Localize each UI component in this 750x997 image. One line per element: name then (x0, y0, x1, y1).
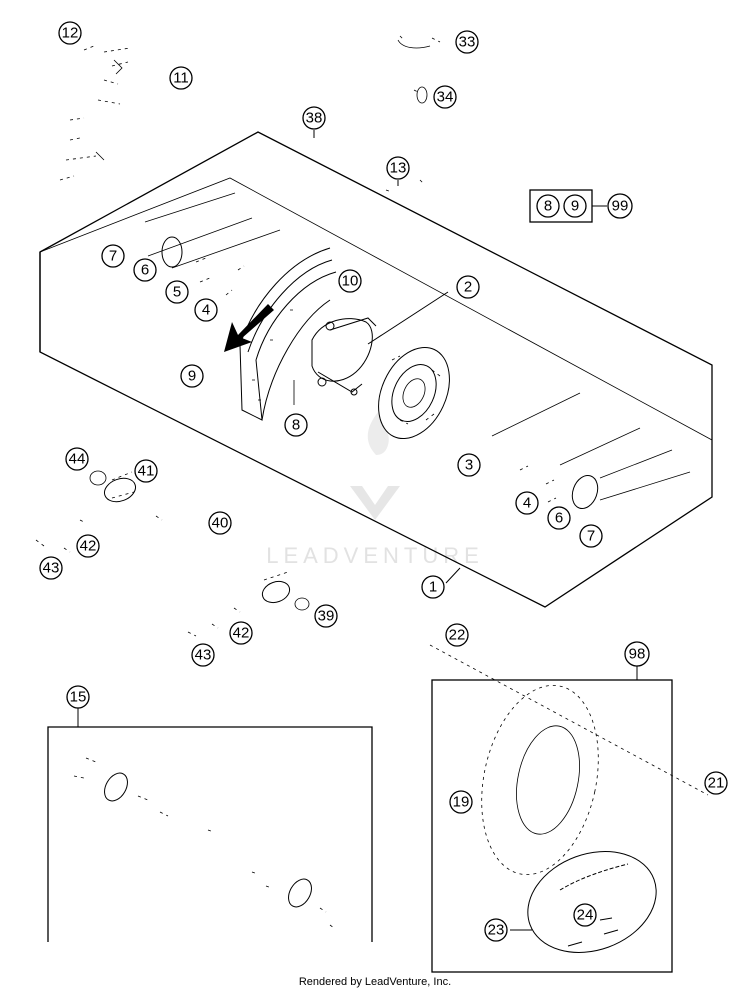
callout-label: 2 (464, 279, 472, 296)
callout-label: 40 (212, 515, 229, 532)
callout-label: 23 (488, 922, 505, 939)
callout-label: 41 (138, 463, 155, 480)
callout-label: 33 (459, 34, 476, 51)
callout-label: 4 (202, 302, 210, 319)
callout-label: 43 (43, 560, 60, 577)
callout-40[interactable]: 40 (208, 511, 232, 535)
callout-label: 22 (449, 627, 466, 644)
callout-label: 98 (629, 646, 646, 663)
direction-arrow-icon (224, 304, 274, 352)
bearing-group-41 (35, 470, 163, 553)
bolt-13 (385, 179, 425, 193)
callout-43-right[interactable]: 43 (191, 643, 215, 667)
callout-12[interactable]: 12 (58, 21, 82, 45)
callout-label: 10 (342, 273, 359, 290)
callout-34[interactable]: 34 (433, 85, 457, 109)
callout-label: 21 (708, 775, 725, 792)
callout-39[interactable]: 39 (314, 604, 338, 628)
callout-label: 9 (571, 198, 579, 215)
watermark-text: LEADVENTURE (266, 543, 484, 568)
callout-23[interactable]: 23 (484, 918, 508, 942)
callout-10[interactable]: 10 (338, 269, 362, 293)
callout-24[interactable]: 24 (573, 903, 597, 927)
callout-label: 42 (233, 625, 250, 642)
callout-label: 3 (465, 457, 473, 474)
callout-label: 6 (141, 262, 149, 279)
callout-label: 13 (390, 160, 407, 177)
hub (293, 317, 377, 405)
callout-label: 42 (80, 538, 97, 555)
callout-label: 34 (437, 89, 454, 106)
callout-label: 8 (292, 417, 300, 434)
callout-42-right[interactable]: 42 (229, 621, 253, 645)
callout-6-right[interactable]: 6 (547, 506, 571, 530)
callout-7-right[interactable]: 7 (579, 524, 603, 548)
callout-label: 7 (587, 528, 595, 545)
axle-frame-15 (47, 708, 373, 942)
bearing-group-39 (187, 571, 310, 637)
callout-38[interactable]: 38 (302, 106, 326, 130)
right-axle-parts (491, 392, 691, 509)
left-axle-parts (144, 192, 281, 296)
bolt-33 (397, 35, 441, 49)
callout-2[interactable]: 2 (456, 275, 480, 299)
callout-label: 24 (577, 907, 594, 924)
callout-label: 9 (188, 368, 196, 385)
callout-9[interactable]: 9 (180, 364, 204, 388)
callout-22[interactable]: 22 (445, 623, 469, 647)
callout-label: 39 (318, 608, 335, 625)
sprocket-frame-98 (429, 644, 709, 973)
callout-4-left[interactable]: 4 (194, 298, 218, 322)
callout-13[interactable]: 13 (386, 156, 410, 180)
callout-41[interactable]: 41 (134, 459, 158, 483)
brake-disc (378, 346, 450, 440)
callout-7-left[interactable]: 7 (101, 244, 125, 268)
callout-99[interactable]: 99 (607, 193, 633, 219)
callout-label: 11 (173, 70, 189, 87)
callout-4-right[interactable]: 4 (515, 491, 539, 515)
callout-33[interactable]: 33 (455, 30, 479, 54)
rim-arc (239, 247, 337, 421)
callout-19[interactable]: 19 (449, 790, 473, 814)
wheel-assembly-frame (39, 131, 713, 608)
footer-credit: Rendered by LeadVenture, Inc. (298, 976, 452, 988)
bolt-cluster-11 (59, 45, 131, 181)
kit-box-99 (529, 189, 607, 223)
callout-98[interactable]: 98 (624, 641, 650, 667)
callout-44[interactable]: 44 (65, 447, 89, 471)
callout-label: 7 (109, 248, 117, 265)
callout-label: 5 (173, 284, 181, 301)
callout-label: 19 (453, 794, 470, 811)
callout-3[interactable]: 3 (457, 453, 481, 477)
callout-label: 99 (612, 198, 629, 215)
callout-42-left[interactable]: 42 (76, 534, 100, 558)
callout-15[interactable]: 15 (66, 685, 90, 709)
callout-21[interactable]: 21 (704, 771, 728, 795)
nut-34 (413, 86, 428, 104)
callout-11[interactable]: 11 (169, 66, 193, 90)
callout-6-left[interactable]: 6 (133, 258, 157, 282)
callout-43-left[interactable]: 43 (39, 556, 63, 580)
callout-label: 8 (544, 198, 552, 215)
callout-label: 12 (62, 25, 79, 42)
callout-label: 38 (306, 110, 323, 127)
callout-label: 15 (70, 689, 87, 706)
callout-8-kit[interactable]: 8 (536, 194, 560, 218)
callout-label: 43 (195, 647, 212, 664)
leader-lines (313, 130, 461, 584)
callout-label: 6 (555, 510, 563, 527)
callout-label: 44 (69, 451, 86, 468)
callout-5[interactable]: 5 (165, 280, 189, 304)
callout-label: 1 (429, 579, 437, 596)
callout-label: 4 (523, 495, 531, 512)
callout-1[interactable]: 1 (421, 575, 445, 599)
callout-8[interactable]: 8 (284, 413, 308, 437)
callout-9-kit[interactable]: 9 (563, 194, 587, 218)
